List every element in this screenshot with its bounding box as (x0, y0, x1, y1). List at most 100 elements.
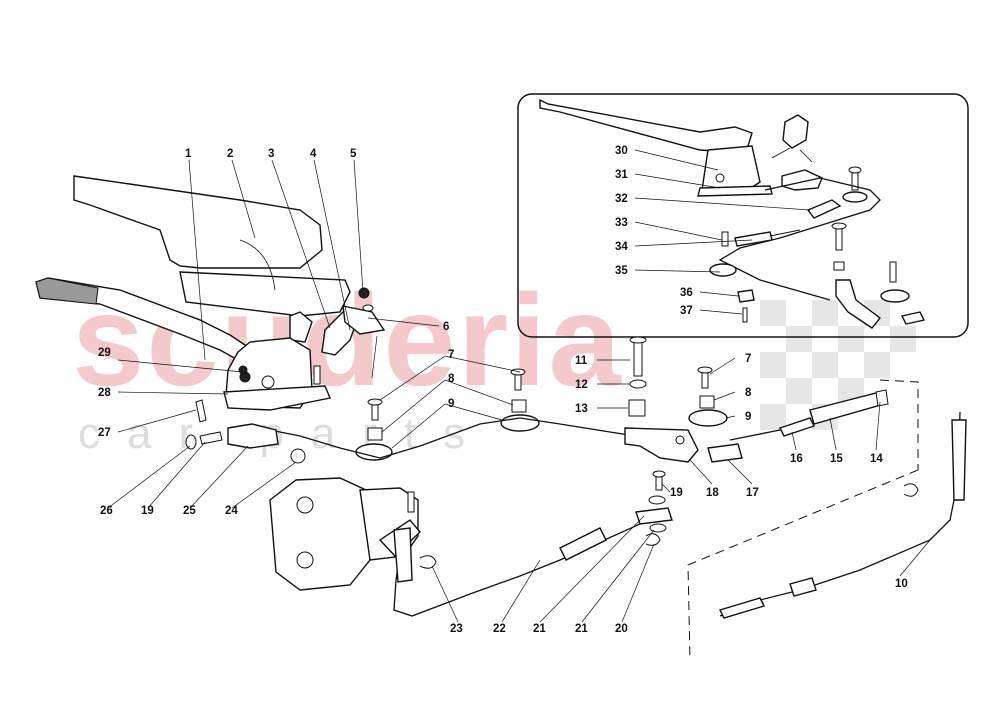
callout-9b: 9 (745, 411, 751, 423)
fork-25 (227, 423, 279, 449)
inset-base-plate (697, 185, 773, 197)
lever-cover-base (179, 271, 351, 317)
cable-10-lower-end (719, 597, 765, 619)
bolt-left-head (367, 398, 383, 406)
lever-cover-edge (239, 239, 276, 291)
cable-end-14 (875, 389, 889, 407)
inset-right-bolt-head (831, 222, 847, 230)
inset-lever (539, 98, 753, 153)
inset-cable (718, 177, 881, 301)
callout-7a: 7 (448, 349, 454, 361)
callout-13: 13 (575, 403, 588, 415)
callout-22: 22 (493, 623, 506, 635)
callout-10: 10 (895, 578, 908, 590)
inset-base-bolt (715, 173, 725, 183)
callout-21a: 21 (533, 623, 546, 635)
pulley-right (688, 409, 728, 427)
callout-2: 2 (227, 148, 233, 160)
bushing-right (699, 395, 715, 409)
callout-20: 20 (615, 623, 628, 635)
switch-washer (362, 304, 374, 312)
inset-frame (517, 93, 969, 338)
inset-pulley-upper (842, 191, 868, 203)
inset-assembly (539, 98, 926, 329)
callout-31: 31 (615, 169, 628, 181)
clip-20 (645, 533, 661, 546)
callout-27: 27 (98, 427, 111, 439)
callout-6: 6 (443, 321, 449, 333)
callout-33: 33 (615, 217, 628, 229)
callout-14: 14 (870, 453, 883, 465)
callout-7b: 7 (745, 353, 751, 365)
callout-24: 24 (225, 505, 238, 517)
washer-21a (648, 495, 666, 505)
callout-8b: 8 (745, 387, 752, 399)
inset-bellcrank (781, 169, 823, 191)
callout-36: 36 (680, 287, 693, 299)
boot-17 (707, 443, 743, 463)
callout-34: 34 (615, 241, 628, 253)
callout-11: 11 (575, 355, 588, 367)
nut-24 (290, 448, 306, 464)
callout-21b: 21 (575, 623, 588, 635)
callout-labels: 1 2 3 4 5 6 7 7 8 8 9 9 10 11 12 13 14 1… (98, 145, 908, 635)
inset-pulley-right-bolt (889, 261, 897, 283)
bushing-mid (511, 399, 527, 413)
callout-19b: 19 (141, 505, 154, 517)
callout-28: 28 (98, 387, 111, 399)
callout-25: 25 (183, 505, 196, 517)
pin-19-head (652, 470, 666, 478)
clevis-21 (635, 507, 673, 525)
ratchet-base-plate (223, 385, 331, 411)
long-bolt-head (629, 336, 647, 344)
callout-26: 26 (100, 505, 113, 517)
cable-22-sleeve (393, 527, 413, 583)
inset-pulley-lower (709, 263, 737, 277)
adjuster-16 (779, 417, 815, 437)
bracket-hole (675, 435, 685, 445)
inset-boot-right (900, 311, 926, 325)
inset-bracket (835, 279, 881, 329)
callout-37: 37 (680, 305, 693, 317)
switch-nut (358, 287, 370, 299)
callout-1: 1 (185, 148, 192, 160)
clip-27 (195, 399, 207, 423)
cable-10-upper-sleeve (951, 419, 967, 501)
cable-bracket (624, 427, 699, 463)
callout-32: 32 (615, 193, 628, 205)
callout-18: 18 (706, 487, 719, 499)
washer-21b (649, 523, 667, 533)
callout-19a: 19 (670, 487, 683, 499)
nut-29 (238, 365, 248, 375)
callout-16: 16 (790, 453, 803, 465)
cable-10-mid (789, 577, 817, 597)
clip-right (903, 483, 919, 497)
inset-switch-wire (771, 147, 813, 163)
callout-12: 12 (575, 379, 588, 391)
lever-arm (289, 311, 313, 343)
washer-26 (185, 434, 197, 450)
callout-17: 17 (746, 487, 759, 499)
callout-35: 35 (615, 265, 628, 277)
inset-rod-end (769, 229, 801, 237)
pulley-left (355, 443, 393, 461)
inset-small-bolt (721, 231, 729, 247)
callout-9a: 9 (448, 398, 454, 410)
inset-pulley-right (880, 289, 910, 303)
cable-22-end (559, 527, 607, 561)
long-bolt (633, 339, 643, 377)
dashed-line-a (879, 379, 919, 470)
bushing-left (367, 427, 383, 441)
inset-pin (742, 307, 748, 323)
callout-15: 15 (830, 453, 843, 465)
clip-23 (419, 555, 437, 569)
main-cable (269, 417, 661, 459)
cable-10 (719, 411, 961, 617)
callout-4: 4 (310, 148, 317, 160)
dashed-line-b (687, 469, 919, 661)
bushing-13 (628, 399, 646, 417)
callout-29: 29 (98, 347, 111, 359)
callout-8a: 8 (448, 373, 455, 385)
inset-rod (734, 231, 773, 247)
washer-12 (629, 379, 647, 389)
